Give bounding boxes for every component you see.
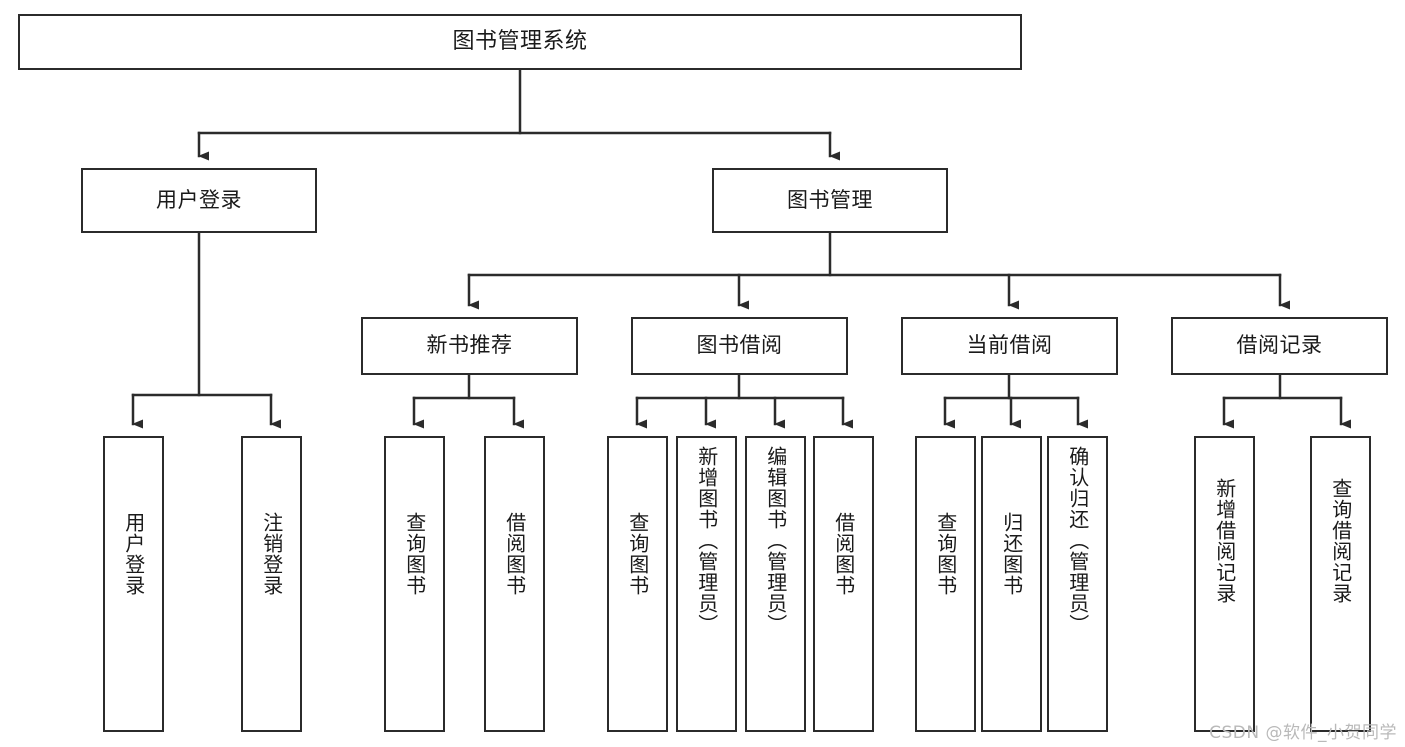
node-new-book-recommend[interactable]: 新书推荐	[361, 317, 578, 375]
leaf-book-borrow-add-book-admin[interactable]: 新增图书（管理员）	[676, 436, 737, 732]
node-label: 归还图书	[999, 512, 1024, 596]
leaf-user-login-login[interactable]: 用户登录	[103, 436, 164, 732]
leaf-book-borrow-borrow-book[interactable]: 借阅图书	[813, 436, 874, 732]
node-book-borrow[interactable]: 图书借阅	[631, 317, 848, 375]
node-book-management[interactable]: 图书管理	[712, 168, 948, 233]
node-label: 编辑图书（管理员）	[763, 446, 788, 635]
node-label: 新增借阅记录	[1212, 478, 1237, 604]
leaf-borrow-record-add-record[interactable]: 新增借阅记录	[1194, 436, 1255, 732]
leaf-current-borrow-return-book[interactable]: 归还图书	[981, 436, 1042, 732]
node-label: 当前借阅	[966, 333, 1053, 358]
leaf-new-book-query-book[interactable]: 查询图书	[384, 436, 445, 732]
leaf-book-borrow-query-book[interactable]: 查询图书	[607, 436, 668, 732]
node-label: 用户登录	[156, 187, 242, 212]
node-label: 查询图书	[625, 512, 650, 596]
node-label: 图书管理系统	[452, 28, 588, 54]
node-label: 图书管理	[787, 187, 873, 212]
leaf-current-borrow-confirm-return-admin[interactable]: 确认归还（管理员）	[1047, 436, 1108, 732]
node-label: 查询图书	[933, 512, 958, 596]
leaf-borrow-record-query-record[interactable]: 查询借阅记录	[1310, 436, 1371, 732]
node-root-library-system[interactable]: 图书管理系统	[18, 14, 1022, 70]
leaf-user-login-logout[interactable]: 注销登录	[241, 436, 302, 732]
node-borrow-record[interactable]: 借阅记录	[1171, 317, 1388, 375]
leaf-current-borrow-query-book[interactable]: 查询图书	[915, 436, 976, 732]
node-label: 用户登录	[121, 512, 146, 596]
node-current-borrow[interactable]: 当前借阅	[901, 317, 1118, 375]
csdn-watermark: CSDN @软件_小贺同学	[1209, 723, 1397, 743]
node-label: 新增图书（管理员）	[694, 446, 719, 635]
node-label: 借阅记录	[1236, 333, 1323, 358]
node-user-login[interactable]: 用户登录	[81, 168, 317, 233]
node-label: 借阅图书	[502, 512, 527, 596]
node-label: 图书借阅	[696, 333, 783, 358]
node-label: 查询图书	[402, 512, 427, 596]
node-label: 确认归还（管理员）	[1065, 446, 1090, 635]
node-label: 借阅图书	[831, 512, 856, 596]
node-label: 注销登录	[259, 512, 284, 596]
leaf-new-book-borrow-book[interactable]: 借阅图书	[484, 436, 545, 732]
leaf-book-borrow-edit-book-admin[interactable]: 编辑图书（管理员）	[745, 436, 806, 732]
node-label: 新书推荐	[426, 333, 513, 358]
node-label: 查询借阅记录	[1328, 478, 1353, 604]
